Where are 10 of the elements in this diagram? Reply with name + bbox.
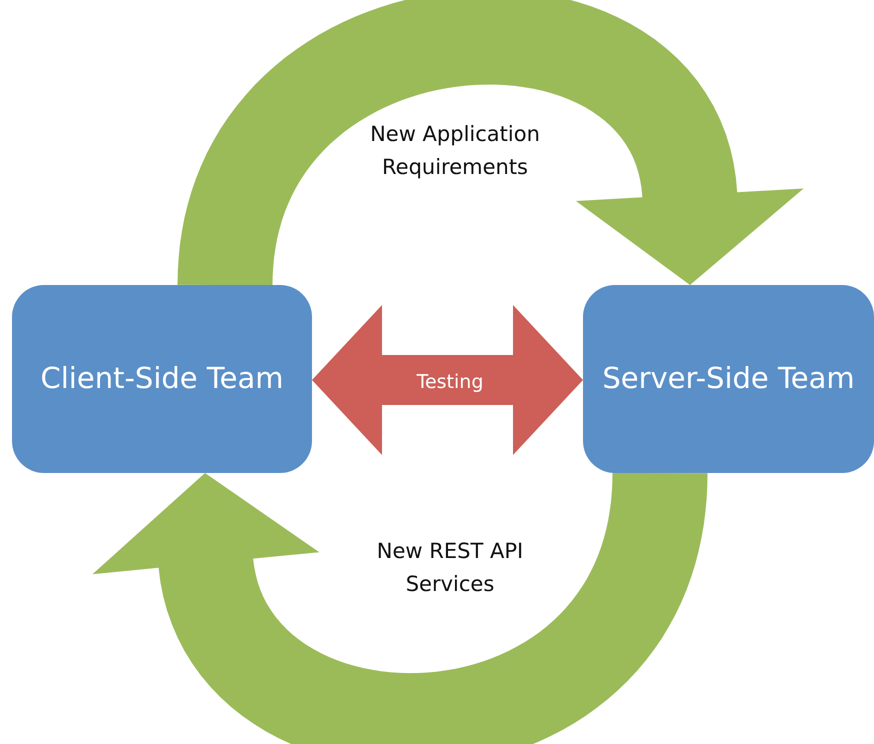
edge-label: Testing bbox=[416, 370, 484, 395]
team-box bbox=[583, 285, 874, 473]
double-arrow bbox=[312, 305, 583, 455]
edge-label: New REST API Services bbox=[376, 538, 524, 598]
team-box bbox=[12, 285, 312, 473]
team-name: Server-Side Team bbox=[602, 360, 855, 398]
curved-arrow bbox=[178, 0, 804, 286]
team-name: Client-Side Team bbox=[40, 360, 284, 398]
edge-label: New Application Requirements bbox=[369, 121, 541, 181]
curved-arrow bbox=[92, 472, 708, 744]
